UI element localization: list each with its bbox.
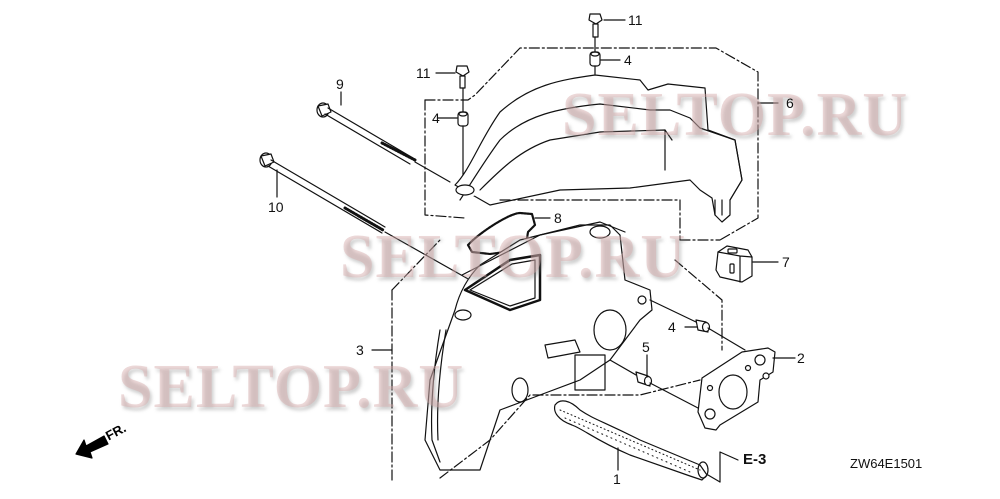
callout-1: 1 — [613, 471, 621, 487]
callout-4-left: 4 — [432, 110, 440, 126]
leader-lines — [276, 19, 796, 471]
callout-5: 5 — [642, 339, 650, 355]
block-7-icon — [715, 245, 753, 283]
collar-5-icon — [609, 359, 699, 409]
air-cleaner-case-icon — [424, 221, 653, 471]
bolt-11-top-icon — [588, 13, 603, 53]
collar-4-top-icon — [589, 51, 601, 75]
front-direction-arrow-icon — [75, 435, 109, 459]
tube-1-icon — [553, 400, 739, 483]
bolt-11-left-icon — [455, 65, 470, 113]
callout-4-right: 4 — [668, 319, 676, 335]
drawing-code: ZW64E1501 — [850, 456, 923, 471]
callout-9: 9 — [336, 76, 344, 92]
bolt-9-icon — [316, 102, 451, 183]
cover-assembly-bracket — [424, 47, 759, 241]
air-cleaner-cover-icon — [454, 74, 743, 223]
collar-4-right-icon — [649, 299, 746, 351]
callout-3: 3 — [356, 342, 364, 358]
case-assembly-bracket — [391, 239, 723, 481]
callout-2: 2 — [797, 350, 805, 366]
section-reference-link[interactable]: E-3 — [743, 451, 767, 468]
callout-8: 8 — [554, 210, 562, 226]
gasket-2-icon — [697, 347, 776, 431]
callout-4-top: 4 — [624, 52, 632, 68]
callout-11-top: 11 — [628, 12, 643, 28]
callout-7: 7 — [782, 254, 790, 270]
callout-6: 6 — [786, 95, 794, 111]
callout-10: 10 — [268, 199, 284, 215]
callout-11-left: 11 — [416, 65, 431, 81]
collar-4-left-icon — [457, 111, 469, 183]
bolt-10-icon — [259, 152, 471, 281]
